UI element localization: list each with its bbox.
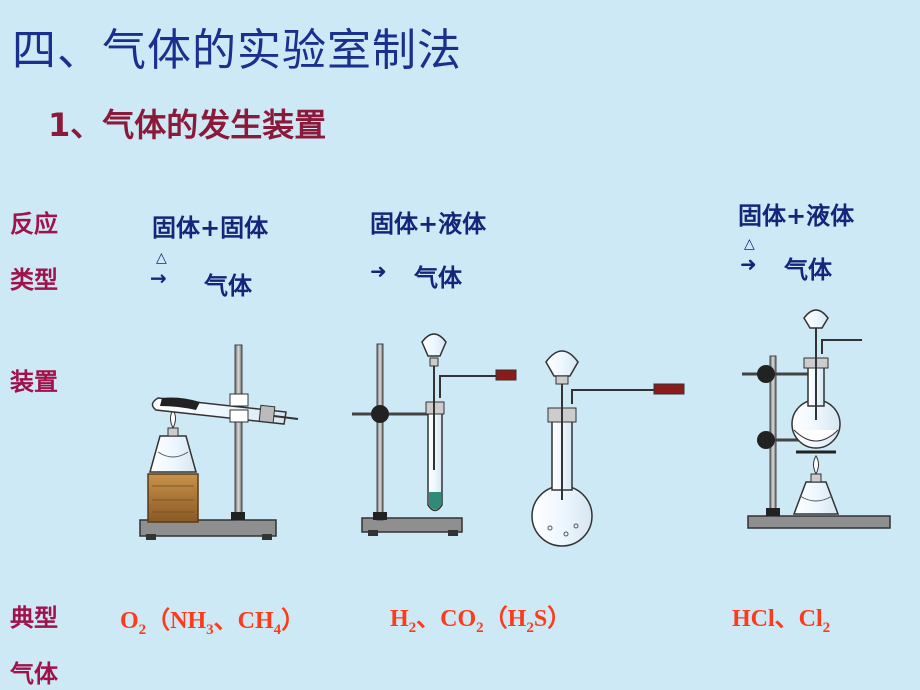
apparatus-tube-funnel	[352, 333, 517, 536]
side-label-reaction-1: 反应	[10, 210, 58, 238]
heat-mark-1: △	[156, 250, 167, 266]
formula-subscript: 2	[408, 619, 417, 636]
apparatus-solid-liquid-heating	[742, 309, 891, 529]
product-3: 气体	[784, 256, 832, 284]
arrow-3: ➜	[740, 252, 757, 276]
side-label-reaction-2: 类型	[10, 266, 58, 294]
arrow-1: →	[150, 266, 167, 290]
side-label-apparatus: 装置	[10, 368, 58, 396]
product-1: 气体	[204, 272, 252, 300]
section-subtitle: 1、气体的发生装置	[48, 106, 327, 144]
reaction-type-1: 固体+固体	[152, 214, 269, 242]
formula-subscript: 2	[476, 619, 484, 636]
formula-subscript: 2	[138, 621, 147, 638]
side-label-typical-1: 典型	[10, 604, 58, 632]
typical-gases-2: H2、CO2（H2S）	[390, 598, 571, 637]
formula-text: （H	[483, 606, 527, 632]
arrow-2: ➜	[370, 259, 387, 283]
formula-text: 、CO	[416, 606, 477, 632]
slide-title: 四、气体的实验室制法	[12, 25, 462, 76]
formula-subscript: 4	[273, 621, 282, 638]
heat-mark-3: △	[744, 236, 755, 252]
apparatus-solid-solid-heating	[139, 344, 299, 540]
reaction-type-2: 固体+液体	[370, 210, 487, 238]
product-2: 气体	[414, 264, 462, 292]
reaction-type-3: 固体+液体	[738, 202, 855, 230]
formula-text: 、CH	[213, 608, 274, 634]
formula-subscript: 2	[822, 619, 831, 636]
apparatus-flask-funnel	[531, 350, 685, 547]
formula-text: （NH	[146, 608, 207, 634]
side-label-typical-2: 气体	[10, 660, 58, 688]
formula-text: HCl、Cl	[732, 606, 823, 632]
formula-text: S）	[533, 606, 572, 632]
formula-text: H	[390, 606, 409, 632]
typical-gases-1: O2（NH3、CH4）	[120, 600, 305, 639]
formula-text: O	[120, 608, 139, 634]
typical-gases-3: HCl、Cl2	[732, 598, 830, 637]
formula-text: ）	[281, 608, 306, 634]
formula-subscript: 3	[206, 621, 214, 638]
formula-subscript: 2	[526, 619, 534, 636]
